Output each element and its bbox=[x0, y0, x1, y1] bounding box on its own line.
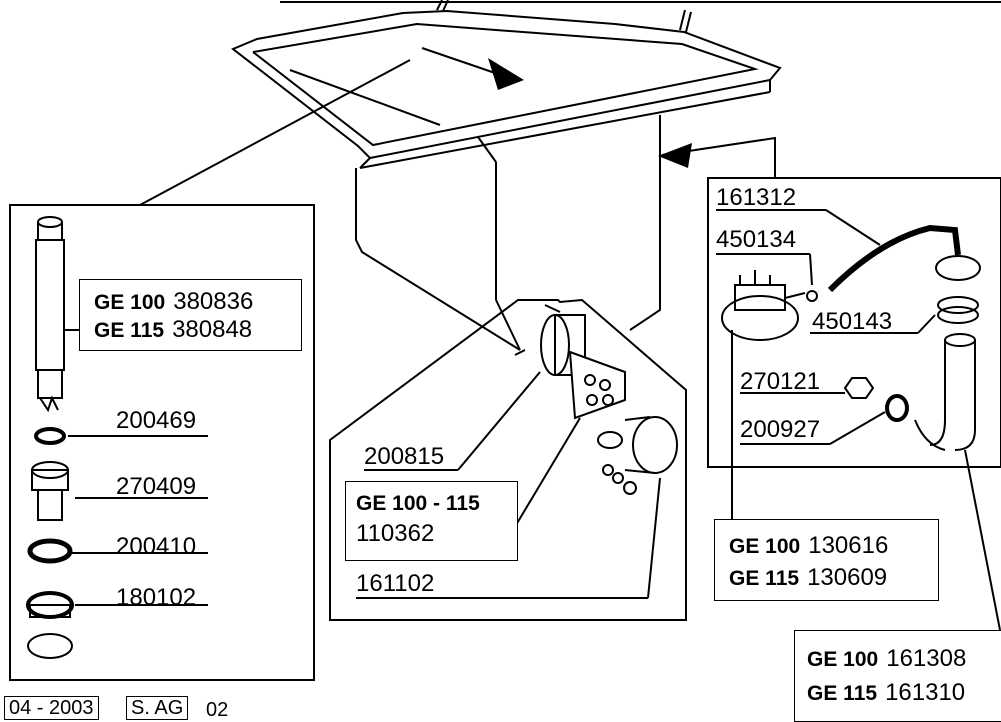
part-label-200410: 200410 bbox=[116, 533, 197, 560]
pressostat bbox=[721, 270, 806, 341]
hose-elbow bbox=[914, 333, 976, 451]
part-label-161102: 161102 bbox=[356, 570, 435, 597]
part-label-161312: 161312 bbox=[716, 184, 797, 211]
part-label-450134: 450134 bbox=[716, 226, 797, 253]
tank-body bbox=[355, 115, 661, 351]
part-label-270409: 270409 bbox=[116, 473, 197, 500]
footer-page: 02 bbox=[206, 699, 229, 721]
part-label-200469: 200469 bbox=[116, 407, 197, 434]
part-label-450143: 450143 bbox=[812, 308, 893, 335]
part-label-270121: 270121 bbox=[740, 368, 821, 395]
nut-270409 bbox=[31, 461, 69, 521]
part-label-180102: 180102 bbox=[116, 584, 197, 611]
element-part: 110362 bbox=[356, 520, 435, 547]
element-model-box: GE 100 - 115 110362 bbox=[345, 481, 518, 561]
cover-cap bbox=[597, 416, 678, 495]
footer-date: 04 - 2003 bbox=[4, 696, 99, 720]
right-panel bbox=[707, 177, 1001, 468]
tube-part bbox=[35, 216, 80, 413]
part-label-200815: 200815 bbox=[364, 443, 445, 470]
footer-code: S. AG bbox=[126, 696, 189, 720]
center-panel bbox=[329, 298, 687, 621]
heating-element bbox=[514, 304, 626, 420]
element-model: GE 100 - 115 bbox=[356, 492, 480, 515]
left-panel bbox=[9, 204, 315, 681]
part-label-200927: 200927 bbox=[740, 416, 821, 443]
